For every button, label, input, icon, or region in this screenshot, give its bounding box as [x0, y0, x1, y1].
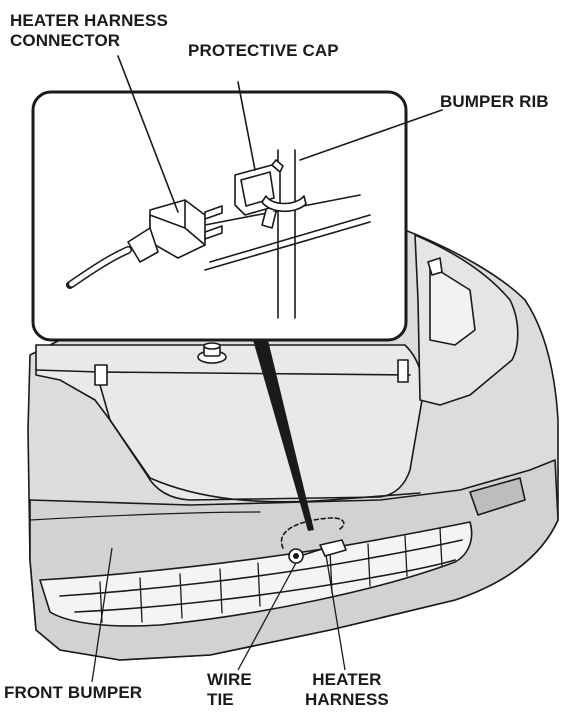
headlamp-inner: [429, 264, 476, 346]
leader-heater-harness: [325, 554, 346, 671]
wire-tie-band: [261, 195, 307, 213]
grille-bar-lower: [74, 559, 456, 613]
leader-bumper-rib: [299, 109, 443, 161]
label-bumper-rib: BUMPER RIB: [440, 92, 549, 111]
heater-harness-connector-icon: [127, 199, 223, 263]
radiator-support-line-lower: [97, 377, 151, 479]
label-heater-harness-connector: HEATER HARNESS CONNECTOR: [10, 11, 168, 50]
inset-detail-view: [31, 55, 443, 342]
leader-front-bumper: [91, 547, 113, 683]
grille-bar-upper: [59, 539, 463, 597]
fog-lamp-opening: [469, 477, 526, 516]
bumper-character-line: [29, 511, 261, 521]
inset-frame: [31, 90, 408, 342]
heater-harness-route: [280, 517, 345, 549]
radiator-cap-icon: [197, 342, 227, 364]
bumper-rail-lower: [204, 214, 371, 271]
headlamp-tab: [427, 257, 443, 276]
label-wire-tie: WIRE TIE: [207, 670, 252, 709]
support-bracket: [94, 364, 108, 386]
detail-pointer: [253, 340, 314, 531]
leader-connector: [117, 55, 179, 213]
leader-wire-tie: [237, 562, 297, 671]
label-heater-harness: HEATER HARNESS: [305, 670, 389, 709]
harness-mount-detail: [280, 517, 347, 564]
protective-cap-small: [319, 539, 347, 557]
leader-protective-cap: [237, 81, 256, 171]
bumper-upper-edge: [149, 477, 421, 503]
label-front-bumper: FRONT BUMPER: [4, 683, 143, 702]
support-bracket-right: [397, 359, 409, 383]
label-protective-cap: PROTECTIVE CAP: [188, 41, 339, 60]
lower-grille-opening: [39, 521, 473, 627]
